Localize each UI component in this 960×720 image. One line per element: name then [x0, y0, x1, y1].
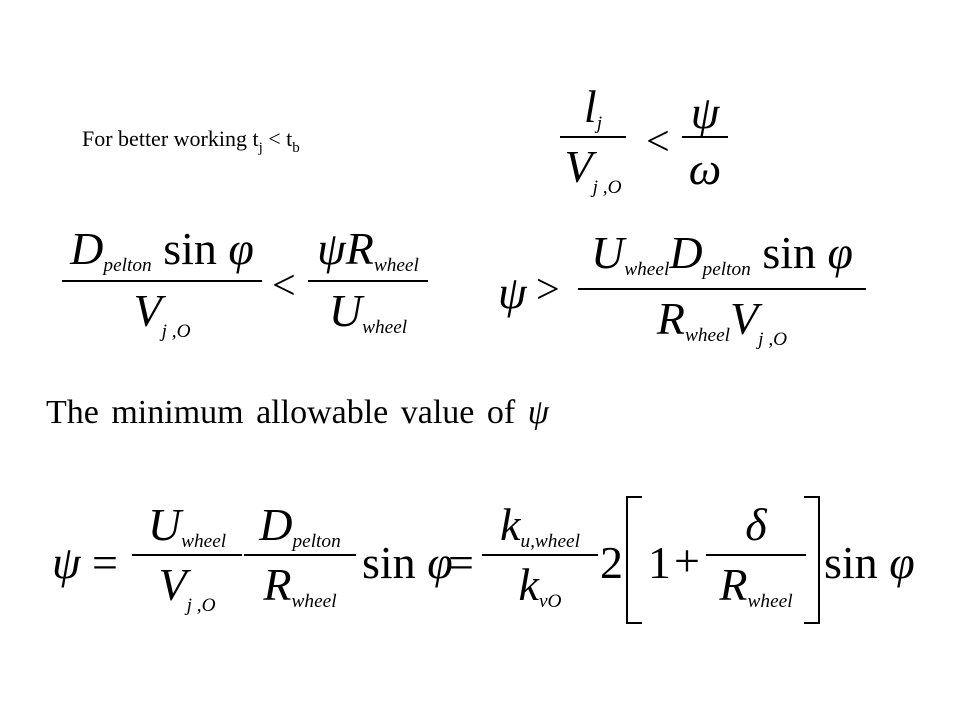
fraction-delta-over-rwheel: δ Rwheel — [706, 494, 806, 624]
fraction-lj-over-vjo: lj Vj ,O — [560, 80, 626, 210]
greater-than-sign: > — [536, 267, 560, 313]
one-constant: 1 — [648, 537, 671, 588]
intro-text: For better working tj < tb — [82, 126, 300, 156]
psi-symbol: ψ — [498, 267, 527, 318]
intro-sub-b: b — [292, 140, 300, 156]
sin-phi-term: sin φ — [362, 537, 453, 588]
fraction-uwheel-dpelton-sin-over-rwheel-vjo: UwheelDpelton sin φ RwheelVj ,O — [578, 226, 866, 356]
fraction-dpelton-sin-over-vjo: Dpelton sin φ Vj ,O — [62, 222, 262, 352]
intro-sub-j: j — [258, 140, 263, 156]
right-bracket — [804, 496, 820, 624]
sin-phi-term: sin φ — [824, 537, 915, 588]
equation-inequality-left: Dpelton sin φ Vj ,O < ψRwheel Uwheel — [62, 222, 442, 352]
equation-time-condition: lj Vj ,O < ψ ω — [560, 80, 740, 210]
less-than-sign: < — [272, 263, 296, 309]
left-bracket — [626, 496, 642, 624]
equation-min-psi: ψ = Uwheel Vj ,O Dpelton Rwheel sin φ = … — [52, 494, 915, 624]
fraction-uwheel-over-vjo: Uwheel Vj ,O — [132, 494, 242, 624]
section-heading: The minimum allowable value of ψ — [46, 394, 549, 431]
fraction-psi-rwheel-over-uwheel: ψRwheel Uwheel — [308, 222, 428, 352]
fraction-kuwheel-over-kvo: ku,wheel kvO — [482, 494, 598, 624]
fraction-psi-over-omega: ψ ω — [682, 80, 728, 210]
less-than-sign: < — [646, 119, 670, 165]
factor-two: 2 — [600, 537, 623, 588]
equals-sign: = — [448, 537, 474, 588]
equation-psi-greater: ψ > UwheelDpelton sin φ RwheelVj ,O — [498, 226, 878, 356]
psi-symbol: ψ — [52, 537, 81, 588]
heading-psi: ψ — [527, 394, 549, 431]
plus-sign: + — [674, 535, 700, 586]
equals-sign: = — [92, 537, 118, 588]
fraction-dpelton-over-rwheel: Dpelton Rwheel — [244, 494, 356, 624]
